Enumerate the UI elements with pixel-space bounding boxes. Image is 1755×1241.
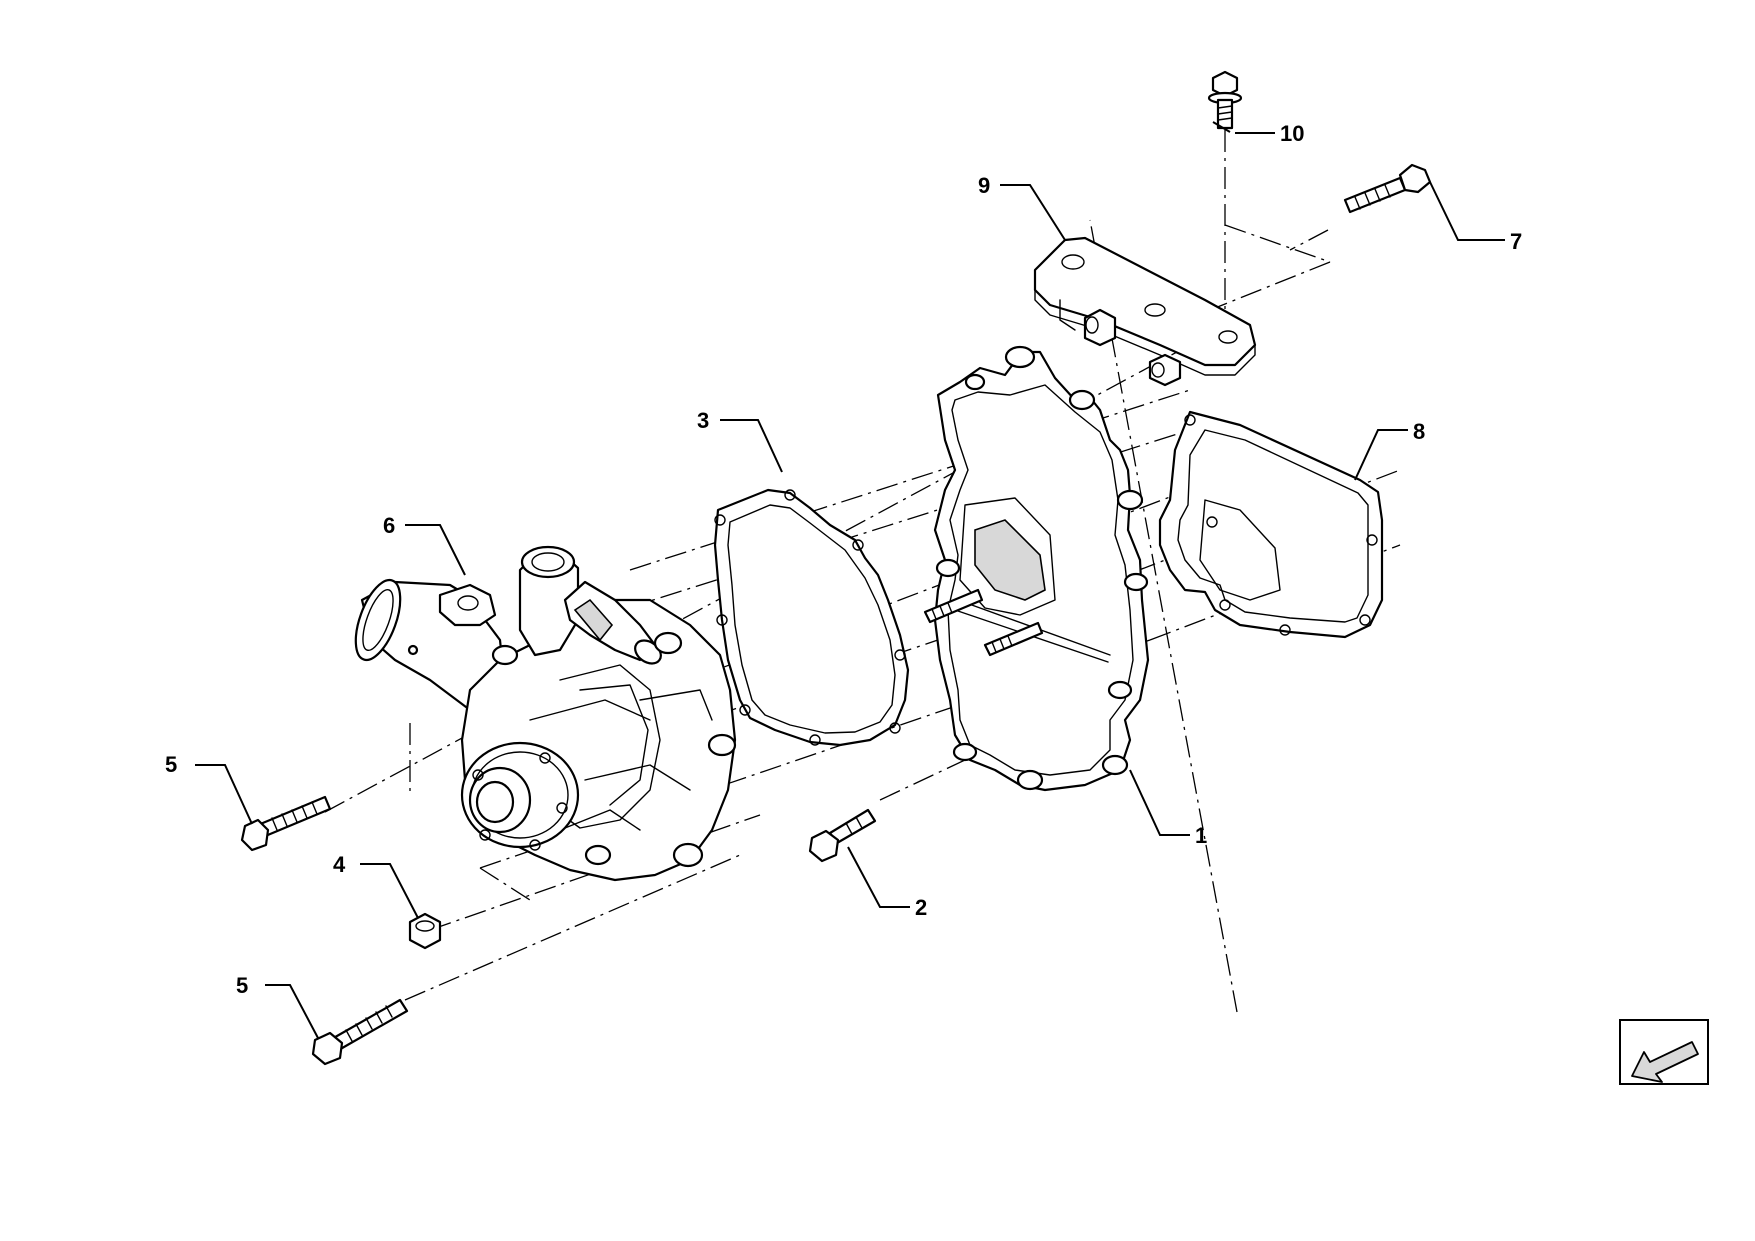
callout-3: 3 — [697, 408, 709, 433]
callout-2: 2 — [915, 895, 927, 920]
bolt-5-upper — [240, 795, 332, 852]
front-gasket — [713, 488, 910, 747]
stud — [983, 621, 1044, 657]
callout-5-upper: 5 — [165, 752, 177, 777]
bracket — [1033, 236, 1257, 387]
callouts: 10 9 7 8 3 6 5 4 5 2 1 — [165, 121, 1522, 998]
water-pump — [354, 545, 737, 882]
stud — [923, 588, 984, 624]
bolt-7 — [1343, 163, 1432, 214]
arrow-down-left-icon — [1631, 1041, 1699, 1083]
bolt-2 — [808, 808, 877, 863]
callout-9: 9 — [978, 173, 990, 198]
bolt-10 — [1207, 70, 1243, 130]
callout-10: 10 — [1280, 121, 1304, 146]
pump-housing — [923, 345, 1150, 792]
callout-8: 8 — [1413, 419, 1425, 444]
callout-6: 6 — [383, 513, 395, 538]
leader-lines — [195, 121, 1505, 1039]
callout-5-lower: 5 — [236, 973, 248, 998]
nut-4 — [408, 912, 442, 950]
callout-7: 7 — [1510, 229, 1522, 254]
orientation-box — [1619, 1019, 1709, 1085]
bolt-5-lower — [311, 998, 409, 1066]
rear-gasket — [1158, 410, 1384, 639]
callout-4: 4 — [333, 852, 346, 877]
callout-1: 1 — [1195, 823, 1207, 848]
